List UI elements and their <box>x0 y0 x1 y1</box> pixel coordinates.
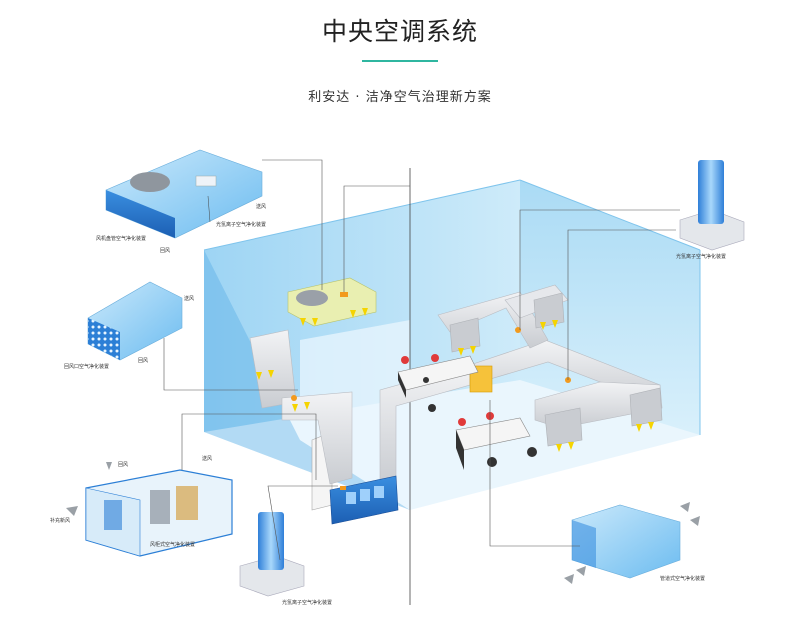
page-title: 中央空调系统 <box>321 17 478 46</box>
label-ahu-supply: 送风 <box>202 455 212 462</box>
label-top-left-ion: 光氢离子空气净化装置 <box>216 221 266 228</box>
label-ahu-return: 回风 <box>118 462 128 468</box>
ion-tower-top-right <box>679 160 745 251</box>
label-fan-coil: 风机盘管空气净化装置 <box>96 235 146 242</box>
arrow-icon <box>66 462 700 584</box>
label-tower-top-right: 光氢离子空气净化装置 <box>676 253 726 260</box>
label-ahu-fresh: 补充新风 <box>50 517 70 524</box>
fan-coil-unit <box>105 149 263 239</box>
ion-tower-bottom <box>239 512 305 597</box>
label-duct-purifier: 管道式空气净化装置 <box>660 575 705 582</box>
label-ahu: 风柜式空气净化装置 <box>150 541 195 548</box>
label-mid-left-return: 回风 <box>138 358 148 364</box>
duct-network <box>249 284 663 487</box>
label-return-air: 回风口空气净化装置 <box>64 363 109 370</box>
label-top-left-supply: 送风 <box>256 203 266 210</box>
return-air-unit <box>87 281 183 361</box>
air-handling-unit <box>85 469 233 557</box>
leader-lines <box>163 159 680 561</box>
page-subtitle: 利安达 · 洁净空气治理新方案 <box>308 90 492 105</box>
label-mid-left-supply: 送风 <box>184 295 194 302</box>
label-tower-bottom: 光氢离子空气净化装置 <box>282 599 332 606</box>
room-purifier <box>329 475 399 525</box>
arrow-icon <box>256 308 654 452</box>
duct-purifier <box>571 504 681 579</box>
desk-icon <box>397 355 531 470</box>
label-top-left-return: 回风 <box>160 248 170 254</box>
title-underline <box>362 60 438 62</box>
